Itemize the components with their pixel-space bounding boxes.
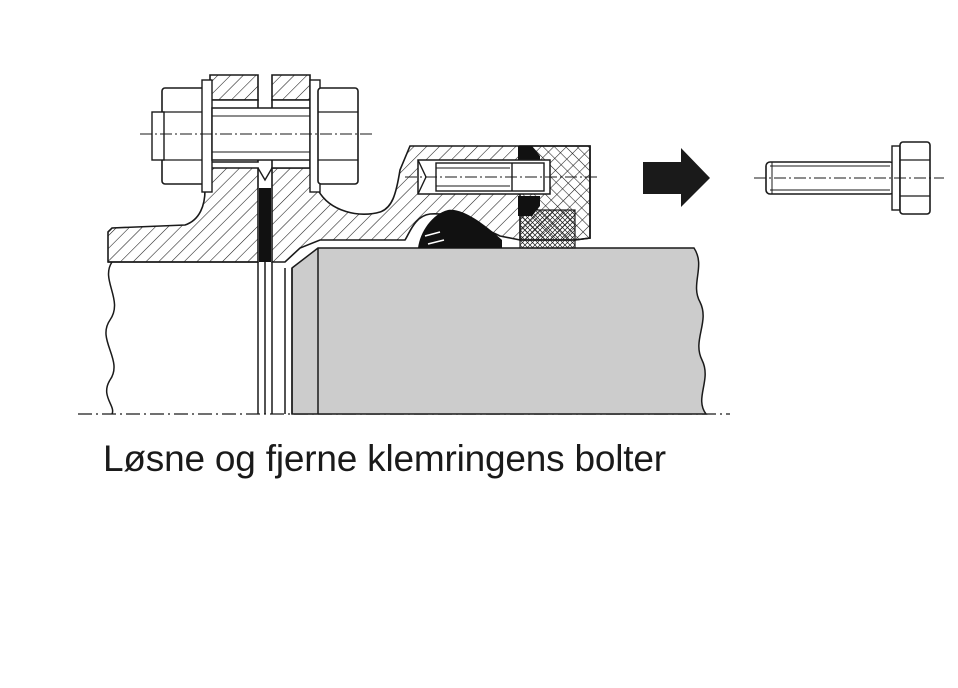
caption: Løsne og fjerne klemringens bolter — [103, 438, 666, 479]
inserted-pipe — [291, 247, 708, 415]
arrow-right-icon — [643, 148, 710, 207]
wedge-seal — [418, 209, 502, 248]
left-flange — [107, 167, 259, 263]
hex-bolt-icon — [754, 141, 944, 215]
left-pipe-break — [105, 261, 116, 415]
flange-gasket — [259, 188, 271, 262]
flange-bolt — [140, 79, 372, 193]
